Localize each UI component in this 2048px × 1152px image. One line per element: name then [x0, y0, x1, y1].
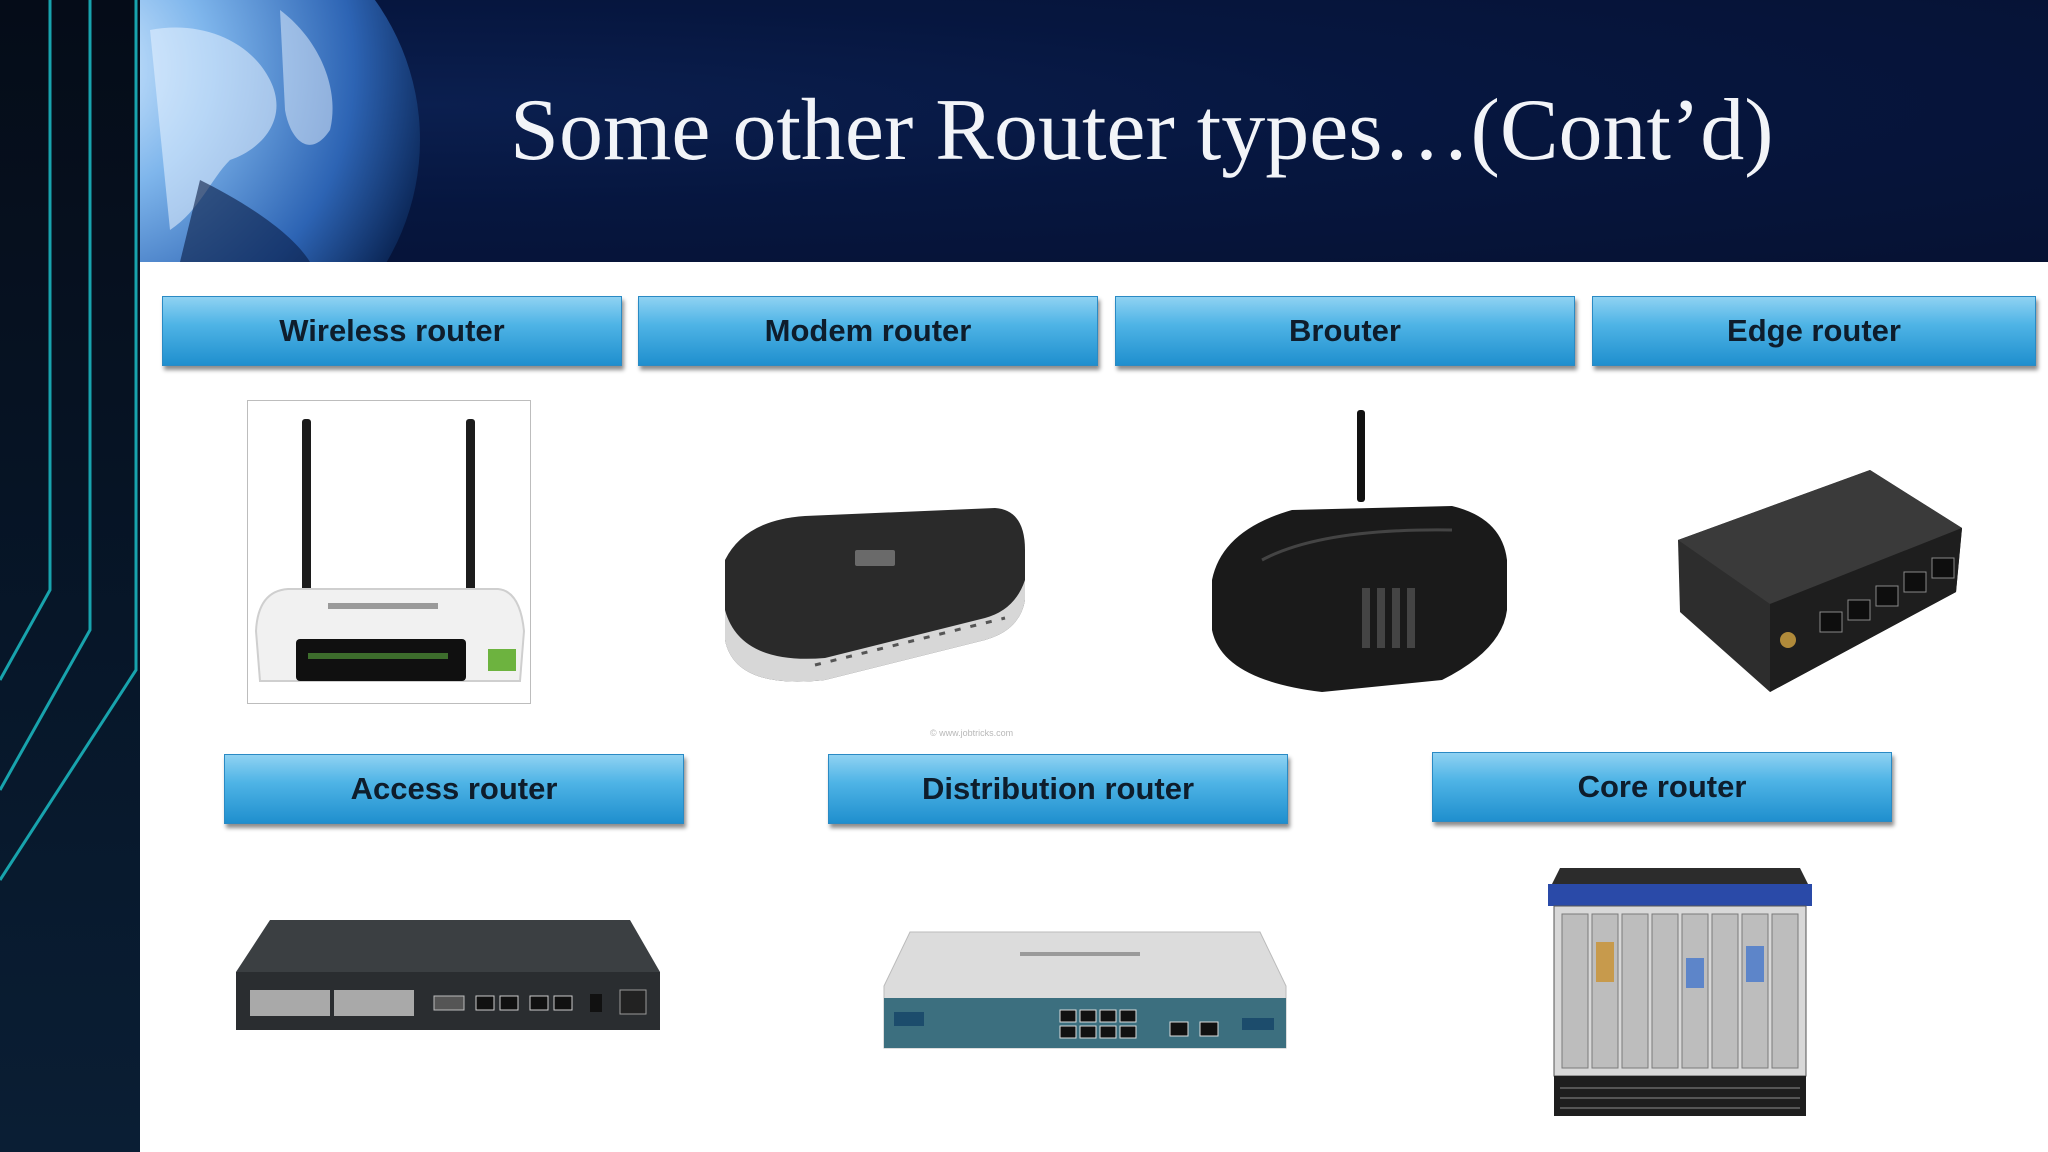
label-distribution-router: Distribution router	[828, 754, 1288, 824]
label-edge-router: Edge router	[1592, 296, 2036, 366]
modem-router-icon	[725, 508, 1025, 682]
label-access-router: Access router	[224, 754, 684, 824]
label-core-router: Core router	[1432, 752, 1892, 822]
label-brouter: Brouter	[1115, 296, 1575, 366]
left-decorative-strip	[0, 0, 140, 1152]
label-modem-router: Modem router	[638, 296, 1098, 366]
globe-icon	[140, 0, 420, 262]
edge-router-icon	[1678, 470, 1962, 692]
slide-content: Wireless router Modem router Brouter Edg…	[140, 262, 2048, 1152]
wireless-router-icon	[254, 419, 526, 682]
slide-header: Some other Router types…(Cont’d)	[140, 0, 2048, 262]
core-router-icon	[1548, 868, 1812, 1116]
brouter-icon	[1212, 410, 1507, 692]
image-watermark: © www.jobtricks.com	[930, 728, 1014, 738]
slide-title: Some other Router types…(Cont’d)	[510, 82, 1774, 179]
access-router-icon	[236, 920, 660, 1030]
distribution-router-icon	[883, 931, 1287, 1049]
teal-line-decoration	[0, 0, 138, 881]
wireless-router-photo-frame	[247, 400, 531, 704]
label-wireless-router: Wireless router	[162, 296, 622, 366]
